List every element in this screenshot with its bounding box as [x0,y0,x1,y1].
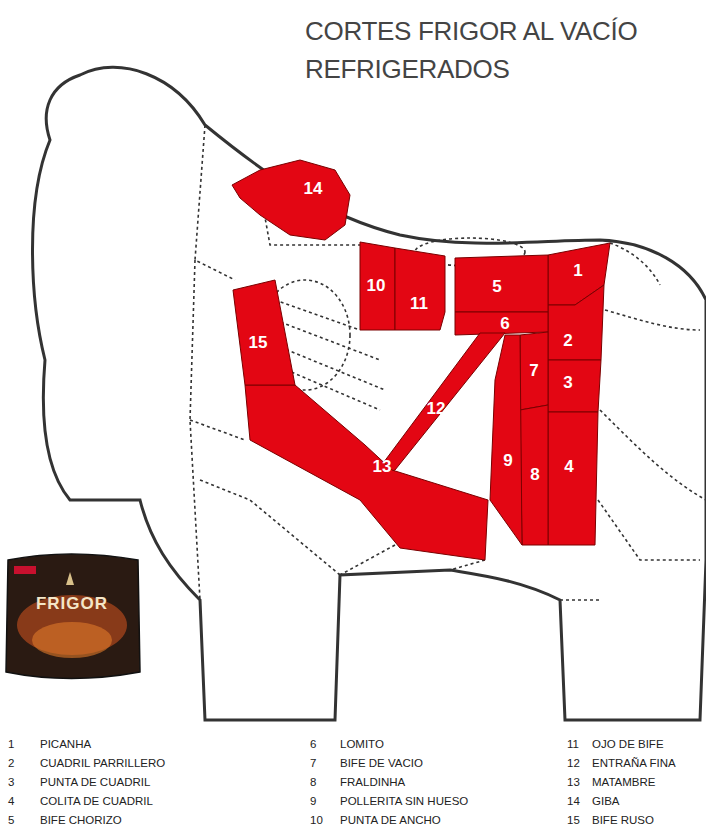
cut-name: BIFE RUSO [592,813,654,827]
cut-name: FRALDINHA [340,775,405,789]
cut-fill [520,332,548,410]
cut-region: 10 [360,242,395,330]
cut-region: 15 [233,280,295,385]
cut-shape [233,280,295,385]
cut-region: 11 [395,248,445,330]
cut-shape [548,412,598,545]
cut-fill [233,280,295,385]
cut-name: CUADRIL PARRILLERO [40,756,165,770]
legend-number: 11 [567,737,579,751]
cut-region: 6 [455,312,548,335]
callout-number: 2 [563,332,572,349]
legend-number: 1 [8,737,14,751]
cut-shape [490,335,522,545]
cut-region: 12 [372,333,505,478]
callout-number: 1 [573,262,582,279]
legend-number: 9 [310,794,316,808]
cut-name: LOMITO [340,737,384,751]
callout-number: 4 [564,458,573,475]
cut-fill [245,385,488,560]
cut-name: POLLERITA SIN HUESO [340,794,468,808]
callout-number: 12 [427,400,446,417]
legend-number: 8 [310,775,316,789]
cut-region: 13 [245,385,488,560]
callout-number: 13 [373,458,392,475]
legend-number: 4 [8,794,14,808]
cut-fill [395,248,445,330]
callout-number: 11 [410,295,428,312]
callout-number: 5 [492,278,501,295]
cut-fill [360,242,395,330]
brand-name: FRIGOR [36,594,108,614]
cut-fill [490,335,522,545]
legend-number: 10 [310,813,323,827]
callout-number: 15 [249,334,268,351]
cut-fill [548,360,601,412]
cut-fill [548,412,598,545]
cut-region: 7 [520,332,548,410]
legend-number: 5 [8,813,14,827]
cut-name: GIBA [592,794,619,808]
cut-fill [455,255,548,312]
cut-shape [548,285,604,360]
cut-name: MATAMBRE [592,775,655,789]
callout-number: 7 [529,362,538,379]
callout-number: 14 [304,180,323,197]
cut-name: COLITA DE CUADRIL [40,794,153,808]
cut-shape [245,385,488,560]
cut-fill [520,405,548,545]
cut-shape [548,360,601,412]
cut-region: 3 [548,360,601,412]
legend-number: 12 [567,756,580,770]
callout-number: 3 [563,374,572,391]
cut-name: ENTRAÑA FINA [592,756,676,770]
cut-region: 5 [455,255,548,312]
cut-name: OJO DE BIFE [592,737,664,751]
legend-number: 15 [567,813,580,827]
cut-region: 14 [232,160,350,240]
cut-region: 8 [520,405,548,545]
cut-region: 9 [490,335,522,545]
cut-name: PICANHA [40,737,91,751]
title: CORTES FRIGOR AL VACÍO REFRIGERADOS [305,12,703,88]
cut-fill [372,333,505,478]
callout-number: 8 [530,466,539,483]
cut-name: BIFE CHORIZO [40,813,122,827]
cut-name: PUNTA DE ANCHO [340,813,441,827]
callout-number: 10 [367,277,386,294]
cut-shape [232,160,350,240]
legend-number: 6 [310,737,316,751]
cut-fill [455,312,548,335]
product-package [6,554,140,679]
legend-number: 7 [310,756,316,770]
callout-number: 9 [503,452,512,469]
callout-number: 6 [500,315,509,332]
legend-number: 14 [567,794,580,808]
cut-fill [548,285,604,360]
legend-number: 3 [8,775,14,789]
cut-name: PUNTA DE CUADRIL [40,775,150,789]
cut-dividers [190,125,706,600]
cut-region: 4 [548,412,598,545]
cut-name: BIFE DE VACIO [340,756,423,770]
cut-fill [232,160,350,240]
legend-number: 13 [567,775,580,789]
cut-region: 2 [548,285,604,360]
cut-shape [395,248,445,330]
legend-number: 2 [8,756,14,770]
